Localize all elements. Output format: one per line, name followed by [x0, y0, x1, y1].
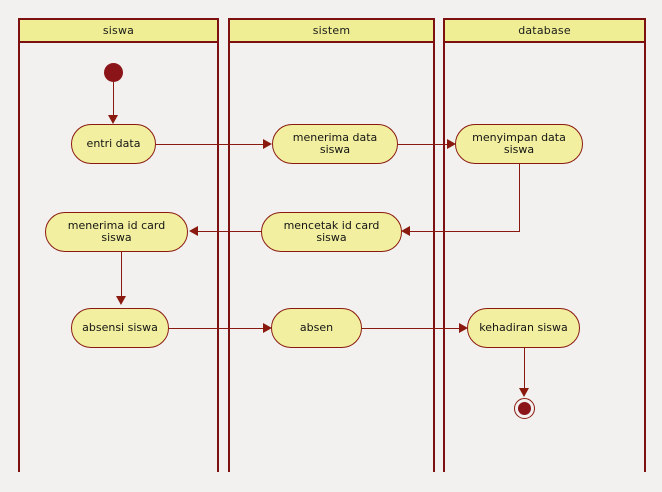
edge-absen-to-kehadiran-arrowhead [459, 323, 468, 333]
final-node[interactable] [514, 398, 535, 419]
edge-menyimpan-data-to-mencetak-vertical [519, 164, 520, 232]
edge-menyimpan-data-to-mencetak-horizontal [403, 231, 520, 232]
edge-menerima-data-to-menyimpan-data-arrowhead [447, 139, 456, 149]
swimlane-label-siswa: siswa [102, 24, 135, 37]
action-node-menerima-data-siswa[interactable]: menerima data siswa [272, 124, 398, 164]
swimlane-header-sistem: sistem [228, 18, 435, 43]
action-node-kehadiran-siswa[interactable]: kehadiran siswa [467, 308, 580, 348]
edge-kehadiran-to-end [524, 348, 525, 390]
edge-menerima-data-to-menyimpan-data [398, 144, 450, 145]
swimlane-siswa [18, 18, 219, 472]
edge-entri-data-to-menerima-data [156, 144, 266, 145]
action-label-absensi-siswa: absensi siswa [82, 320, 158, 334]
edge-absensi-to-absen-arrowhead [263, 323, 272, 333]
edge-menyimpan-data-to-mencetak-arrowhead [401, 226, 410, 236]
action-node-absensi-siswa[interactable]: absensi siswa [71, 308, 169, 348]
edge-mencetak-to-menerima-id-card [196, 231, 262, 232]
action-label-entri-data: entri data [86, 136, 141, 150]
action-label-mencetak-id-card-siswa: mencetak id card siswa [283, 218, 380, 244]
action-node-menyimpan-data-siswa[interactable]: menyimpan data siswa [455, 124, 583, 164]
swimlane-label-database: database [518, 24, 571, 37]
action-node-entri-data[interactable]: entri data [71, 124, 156, 164]
action-label-menyimpan-data-siswa: menyimpan data siswa [472, 130, 566, 156]
action-node-absen[interactable]: absen [271, 308, 362, 348]
edge-absen-to-kehadiran [362, 328, 462, 329]
action-label-menerima-id-card-siswa: menerima id card siswa [67, 218, 166, 244]
swimlane-header-siswa: siswa [18, 18, 219, 43]
edge-entri-data-to-menerima-data-arrowhead [263, 139, 272, 149]
action-node-mencetak-id-card-siswa[interactable]: mencetak id card siswa [261, 212, 402, 252]
swimlane-sistem [228, 18, 435, 472]
action-label-kehadiran-siswa: kehadiran siswa [479, 320, 568, 334]
action-node-menerima-id-card-siswa[interactable]: menerima id card siswa [45, 212, 188, 252]
edge-start-to-entri-data-arrowhead [108, 115, 118, 124]
edge-absensi-to-absen [169, 328, 265, 329]
swimlane-label-sistem: sistem [312, 24, 351, 37]
edge-menerima-id-card-to-absensi-arrowhead [116, 296, 126, 305]
swimlane-header-database: database [443, 18, 646, 43]
action-label-absen: absen [299, 320, 334, 334]
edge-menerima-id-card-to-absensi [121, 252, 122, 298]
initial-node[interactable] [104, 63, 123, 82]
edge-kehadiran-to-end-arrowhead [519, 388, 529, 397]
swimlane-database [443, 18, 646, 472]
edge-start-to-entri-data [113, 82, 114, 117]
edge-mencetak-to-menerima-id-card-arrowhead [189, 226, 198, 236]
action-label-menerima-data-siswa: menerima data siswa [292, 130, 378, 156]
